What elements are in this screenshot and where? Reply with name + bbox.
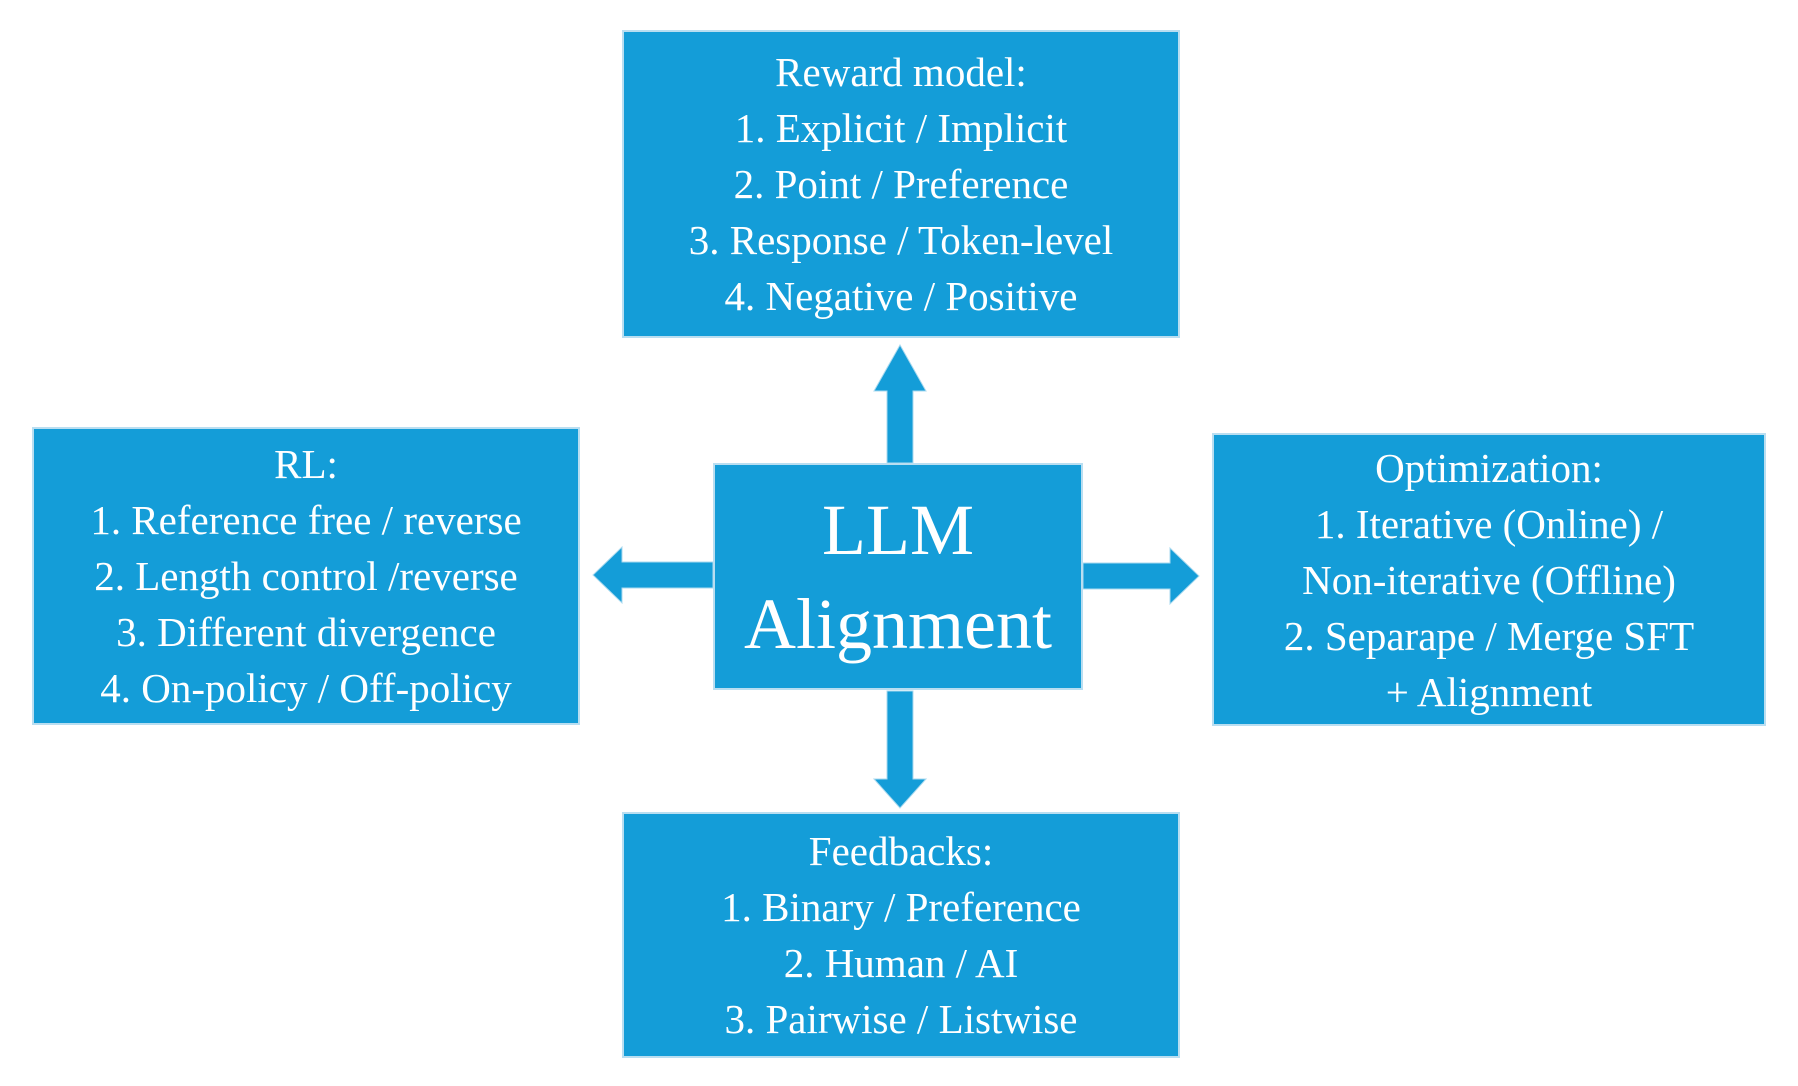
box-rl: RL: 1. Reference free / reverse 2. Lengt…	[32, 427, 580, 725]
box-item: 1. Reference free / reverse	[90, 497, 522, 543]
box-reward-model: Reward model: 1. Explicit / Implicit 2. …	[622, 30, 1180, 338]
box-item: 1. Iterative (Online) /	[1314, 500, 1664, 547]
box-item: 4. Negative / Positive	[724, 273, 1078, 319]
arrow-down-icon	[872, 690, 928, 809]
box-item: 2. Length control /reverse	[94, 553, 518, 599]
box-item: 4. On-policy / Off-policy	[100, 665, 512, 711]
arrow-left-icon	[592, 545, 714, 605]
box-item: 2. Human / AI	[783, 940, 1019, 986]
center-title-line: LLM	[822, 489, 974, 570]
box-item: 1. Explicit / Implicit	[734, 105, 1068, 151]
box-item: 1. Binary / Preference	[721, 884, 1081, 930]
box-title: Optimization:	[1375, 444, 1603, 491]
box-item: 3. Response / Token-level	[688, 217, 1114, 263]
box-optimization: Optimization: 1. Iterative (Online) / No…	[1212, 433, 1766, 726]
box-item: 3. Different divergence	[116, 609, 496, 655]
box-title: RL:	[274, 441, 338, 487]
box-item: + Alignment	[1385, 668, 1593, 715]
box-title: Feedbacks:	[808, 828, 994, 874]
box-item: 2. Separape / Merge SFT	[1283, 612, 1695, 659]
box-item: 3. Pairwise / Listwise	[724, 996, 1078, 1042]
box-item: 2. Point / Preference	[733, 161, 1069, 207]
box-item: Non-iterative (Offline)	[1302, 556, 1676, 603]
box-llm-alignment: LLM Alignment	[713, 463, 1083, 690]
center-title-line: Alignment	[744, 583, 1052, 664]
arrow-right-icon	[1082, 546, 1200, 606]
box-feedbacks: Feedbacks: 1. Binary / Preference 2. Hum…	[622, 812, 1180, 1058]
arrow-up-icon	[873, 343, 927, 464]
box-title: Reward model:	[775, 49, 1027, 95]
